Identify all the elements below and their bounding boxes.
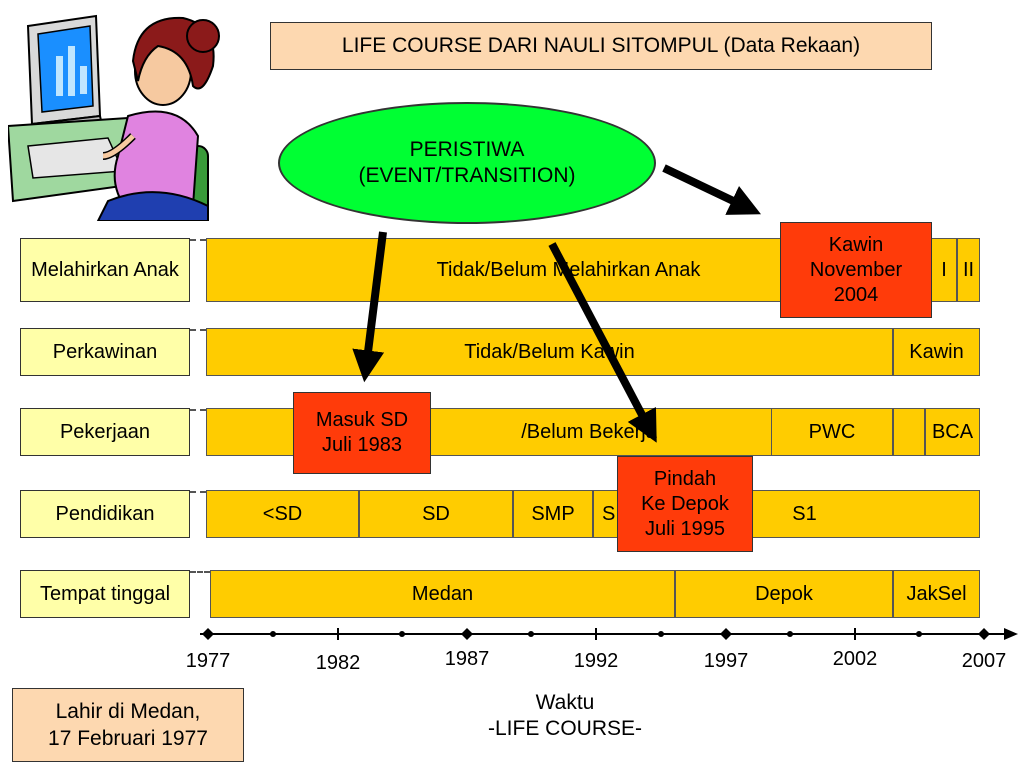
year-label: 1987 [444,648,490,670]
row-dash [190,239,206,241]
year-label: 1977 [185,650,231,672]
year-label: 2002 [832,648,878,670]
axis-minor-tick [270,631,276,637]
segment-label: SMP [531,502,575,525]
row-label-melahirkan-anak: Melahirkan Anak [20,238,190,302]
axis-major-tick [720,628,732,640]
axis-major-tick [202,628,214,640]
segment: Depok [675,571,893,617]
callout-masuk-sd: Masuk SD Juli 1983 [293,392,431,474]
segment: BCA [925,409,979,455]
segment [893,409,925,455]
callout-line: Masuk SD [315,409,409,431]
segment: II [957,239,979,301]
row-label-perkawinan: Perkawinan [20,328,190,376]
year-label: 1997 [703,650,749,672]
axis-arrowhead-icon [1004,628,1018,640]
callout-line: Juli 1983 [321,434,403,456]
arrow-to-pindah [548,242,657,443]
event-line1: PERISTIWA [409,137,525,161]
segment-label: Medan [411,582,474,605]
callout-line: November [809,258,903,281]
row-label-text: Pendidikan [55,502,155,525]
axis-title-line2: -LIFE COURSE- [487,717,642,741]
year-label: 2007 [961,650,1007,672]
axis-minor-tick [658,631,664,637]
axis-major-tick [978,628,990,640]
segment: Medan [211,571,675,617]
callout-line: Kawin [828,233,884,256]
axis-minor-tick [787,631,793,637]
segment: PWC [771,409,893,455]
segment: Kawin [893,329,979,375]
segment-label: SD [422,502,450,525]
callout-line: Pindah [653,467,717,490]
row-dash [190,329,206,331]
event-line2: (EVENT/TRANSITION) [358,164,576,187]
segment: SMP [513,491,593,537]
birth-line2: 17 Februari 1977 [48,727,208,750]
axis-major-tick [461,628,473,640]
time-axis [200,628,1018,640]
segment-label: Depok [755,582,813,605]
axis-minor-tick [528,631,534,637]
event-ellipse: PERISTIWA (EVENT/TRANSITION) [278,102,656,224]
callout-line: Juli 1995 [644,517,726,540]
callout-line: Ke Depok [641,492,729,515]
segment-label: JakSel [906,582,967,605]
row-label-text: Tempat tinggal [39,582,171,605]
woman-at-computer-icon [8,14,220,221]
row-label-pekerjaan: Pekerjaan [20,408,190,456]
segment: /Belum Bekerja [407,409,771,455]
segment-label: S1 [792,502,817,525]
row-label-text: Melahirkan Anak [31,258,179,281]
birth-line1: Lahir di Medan, [55,699,201,723]
segment: Tidak/Belum Kawin [207,329,893,375]
callout-line: 2004 [833,283,879,306]
row-dash [190,491,206,493]
row-label-tempat-tinggal: Tempat tinggal [20,570,190,618]
axis-title: Waktu -LIFE COURSE- [400,690,730,743]
segment-label: BCA [931,420,974,443]
diagram-title: LIFE COURSE DARI NAULI SITOMPUL (Data Re… [270,22,932,70]
axis-minor-tick [916,631,922,637]
callout-pindah: Pindah Ke Depok Juli 1995 [617,456,753,552]
segment-label: I [941,258,947,281]
segment-label: II [962,258,975,281]
segment-label: S [602,502,616,525]
segment: <SD [207,491,359,537]
axis-title-line1: Waktu [535,691,595,714]
row-label-text: Perkawinan [52,340,158,363]
year-label: 1992 [573,650,619,672]
bar-tempat-tinggal: Medan Depok JakSel [210,570,980,618]
row-dash [190,571,210,573]
row-label-text: Pekerjaan [59,420,151,443]
year-label: 1982 [315,652,361,674]
arrow-to-masuk-sd [352,231,387,383]
segment-label: <SD [262,502,303,525]
bar-pendidikan: <SD SD SMP S S1 [206,490,980,538]
axis-minor-tick [399,631,405,637]
arrow-to-kawin [662,164,762,215]
row-dash [190,409,206,411]
row-label-pendidikan: Pendidikan [20,490,190,538]
callout-kawin: Kawin November 2004 [780,222,932,318]
segment-label: Tidak/Belum Kawin [464,340,635,363]
birth-info-box: Lahir di Medan, 17 Februari 1977 [12,688,244,762]
segment-label: /Belum Bekerja [521,420,657,443]
segment: SD [359,491,513,537]
segment: JakSel [893,571,979,617]
segment-label: PWC [808,420,856,443]
axis-markers [202,628,990,640]
segment-label: Kawin [909,340,964,363]
